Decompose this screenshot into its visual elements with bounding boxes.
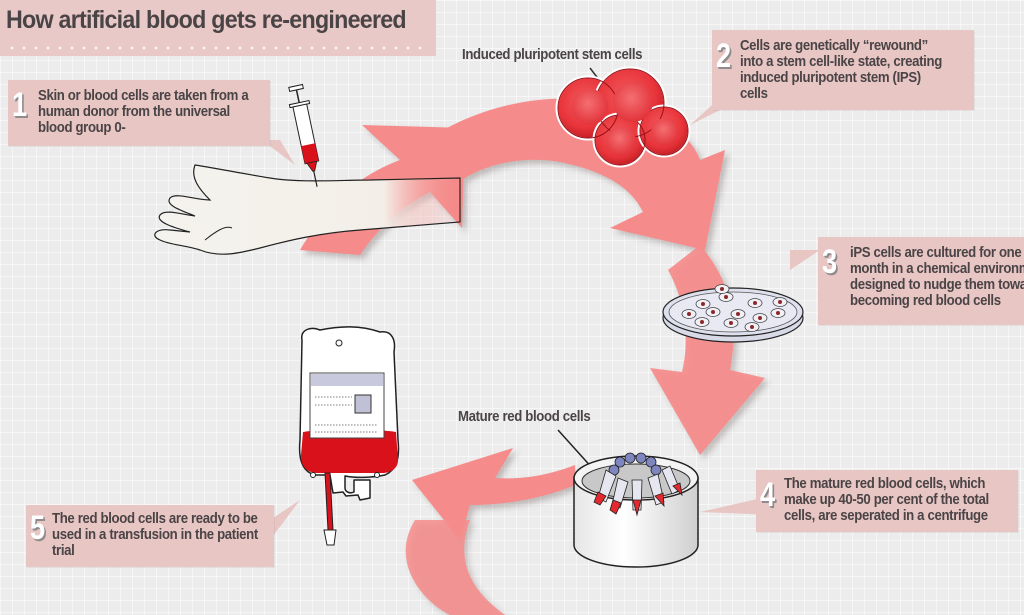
step-number: 4	[760, 476, 776, 514]
arrow-left-fade	[405, 520, 505, 615]
step-text-line: cells	[740, 85, 768, 102]
step-text-line: Skin or blood cells are taken from a	[38, 87, 249, 104]
step-text-line: induced pluripotent stem (IPS)	[740, 69, 921, 86]
arrow-step4-to-5	[412, 448, 575, 540]
step-number: 2	[716, 37, 732, 75]
step-2-callout: 2 Cells are genetically “rewound” into a…	[712, 30, 974, 110]
step-number: 3	[822, 243, 838, 281]
step-text-line: becoming red blood cells	[850, 292, 1001, 309]
step-number: 5	[30, 509, 46, 547]
step-text-line: blood group 0-	[38, 119, 126, 136]
step-text-line: The red blood cells are ready to be	[52, 510, 258, 527]
step-text: Cells are genetically “rewound” into a s…	[740, 38, 986, 102]
centrifuge-icon	[557, 429, 699, 568]
step-3-callout: 3 iPS cells are cultured for one month i…	[818, 237, 1024, 325]
step-text-line: Cells are genetically “rewound”	[740, 37, 928, 54]
step-4-callout: 4 The mature red blood cells, which make…	[756, 470, 1018, 532]
step-text-line: used in a transfusion in the patient	[52, 526, 258, 543]
step-text-line: into a stem cell-like state, creating	[740, 53, 942, 70]
step-text: iPS cells are cultured for one month in …	[850, 245, 1024, 309]
step-text: The mature red blood cells, which make u…	[784, 476, 1024, 524]
mature-cells-label: Mature red blood cells	[458, 408, 591, 425]
step-text-line: designed to nudge them towards	[850, 276, 1024, 293]
arrow-step3-to-4	[650, 245, 765, 455]
step-number: 1	[12, 86, 28, 124]
title-divider	[6, 46, 426, 50]
step-text-line: month in a chemical environment	[850, 260, 1024, 277]
step-1-callout: 1 Skin or blood cells are taken from a h…	[8, 80, 270, 146]
step-text-line: The mature red blood cells, which	[784, 475, 986, 492]
arm-with-syringe-icon	[154, 83, 461, 255]
step-text-line: human donor from the universal	[38, 103, 230, 120]
step-5-callout: 5 The red blood cells are ready to be us…	[26, 505, 274, 567]
blood-bag-icon	[298, 326, 400, 546]
step-text-line: cells, are seperated in a centrifuge	[784, 507, 988, 524]
stem-cells-icon	[555, 66, 691, 168]
step-text-line: iPS cells are cultured for one	[850, 244, 1022, 261]
title-banner: How artificial blood gets re-engineered	[0, 0, 436, 56]
step-text: Skin or blood cells are taken from a hum…	[38, 88, 284, 136]
step-text-line: make up 40-50 per cent of the total	[784, 491, 989, 508]
petri-dish-icon	[662, 284, 804, 343]
page-title: How artificial blood gets re-engineered	[6, 6, 407, 34]
stem-cells-label: Induced pluripotent stem cells	[462, 46, 643, 63]
step-text: The red blood cells are ready to be used…	[52, 511, 298, 559]
step-text-line: trial	[52, 542, 75, 559]
